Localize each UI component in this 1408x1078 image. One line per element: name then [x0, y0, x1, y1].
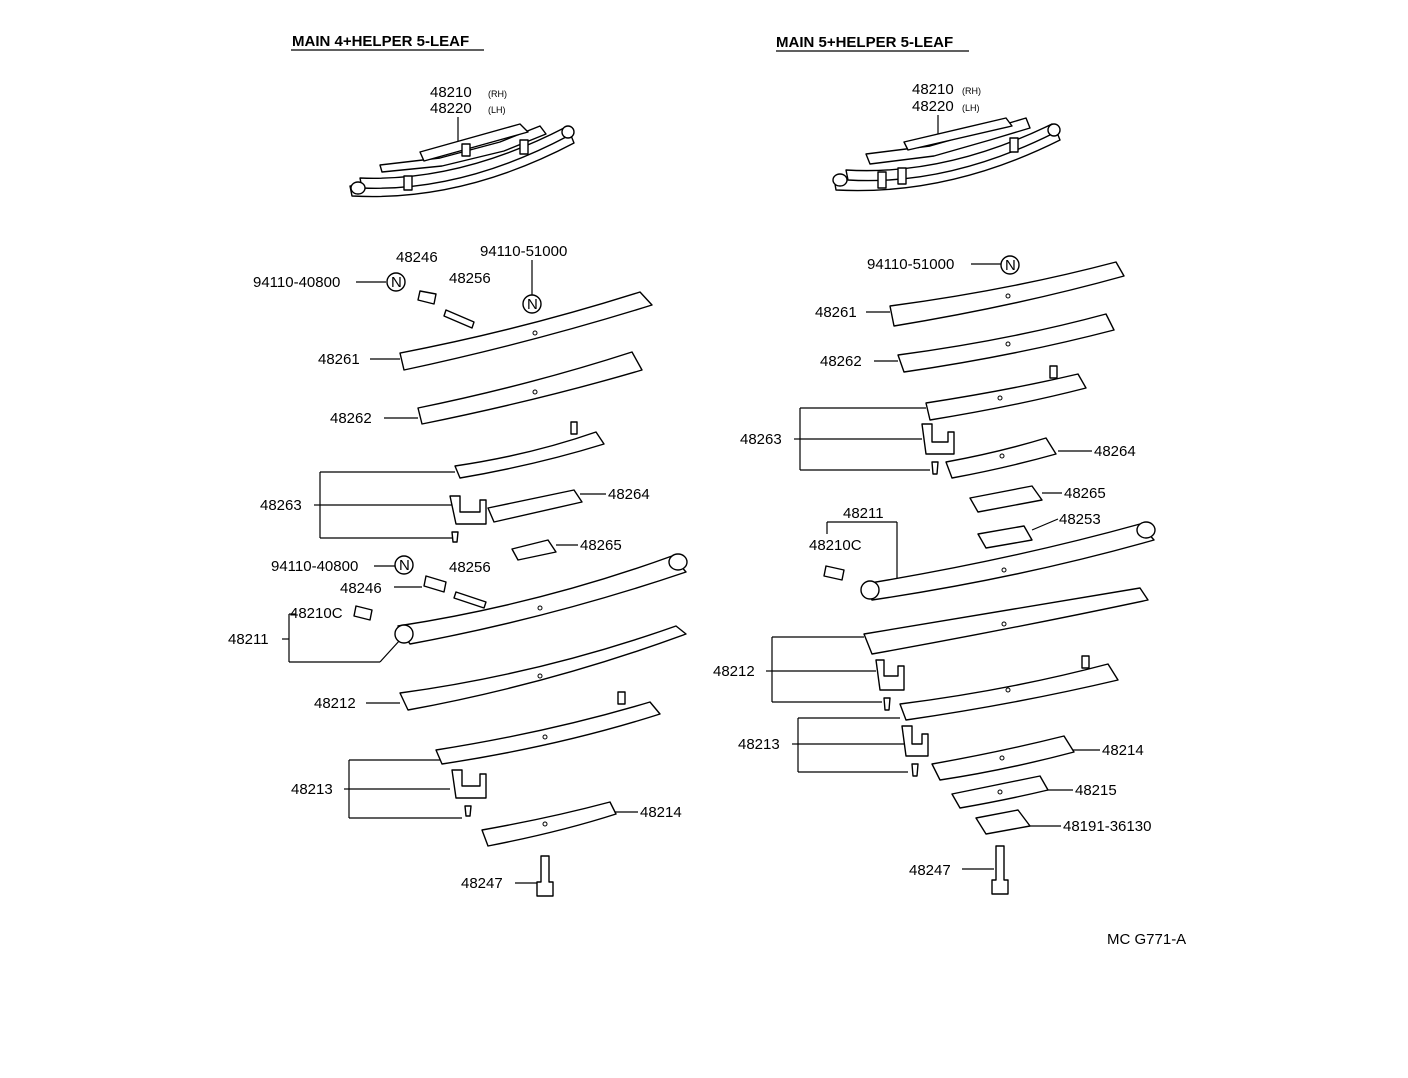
- right-leaf-15-shape: [951, 775, 1049, 809]
- left-leaf-14-shape: [481, 801, 617, 847]
- right-assy-lh-side: (LH): [962, 103, 980, 113]
- left-spring-assembly-drawing: [349, 123, 575, 198]
- left-pad-5-shape: [511, 539, 557, 561]
- right-spring-assembly-drawing: [832, 117, 1061, 192]
- left-center-bolt-shape: [536, 855, 554, 897]
- right-assy-lh-number: 48220: [912, 98, 954, 115]
- right-label-leaf-13: 48213: [738, 736, 780, 753]
- left-leaf-13-shape: [435, 701, 661, 765]
- left-leaf-13-clip-shape: [451, 769, 487, 799]
- left-label-bolt-b: 48256: [449, 559, 491, 576]
- left-nut-b-circle-icon: [522, 294, 542, 314]
- right-nut-b-symbol: N: [1005, 257, 1016, 274]
- right-leaf-3-shape: [925, 373, 1087, 421]
- left-nut-b-symbol: N: [527, 296, 538, 313]
- left-leaf-1-shape: [399, 291, 653, 371]
- left-assy-rh-number: 48210: [430, 84, 472, 101]
- left-label-nut-a: 94110-40800: [253, 274, 340, 291]
- right-pad-53-shape: [977, 525, 1033, 549]
- left-label-bushing-b: 48246: [340, 580, 382, 597]
- left-bushing-a-shape: [417, 290, 437, 305]
- left-leaf-13-rivet-shape: [464, 805, 472, 817]
- left-nut-c-symbol: N: [399, 557, 410, 574]
- left-label-leaf-13: 48213: [291, 781, 333, 798]
- left-label-bushing-a: 48246: [396, 249, 438, 266]
- left-label-leaf-14: 48214: [640, 804, 682, 821]
- left-label-leaf-12: 48212: [314, 695, 356, 712]
- right-label-leaf-2: 48262: [820, 353, 862, 370]
- left-bolt-b-shape: [453, 591, 487, 609]
- right-label-leaf-3: 48263: [740, 431, 782, 448]
- left-leaf-3-rivet-shape: [451, 531, 459, 543]
- left-assy-lh-side: (LH): [488, 105, 506, 115]
- right-label-pad-53: 48253: [1059, 511, 1101, 528]
- left-leaf-3-clip-shape: [449, 495, 487, 525]
- left-label-leaf-3: 48263: [260, 497, 302, 514]
- right-label-leaf-1: 48261: [815, 304, 857, 321]
- left-label-nut-b: 94110-51000: [480, 243, 567, 260]
- right-label-leaf-12: 48212: [713, 663, 755, 680]
- left-title: MAIN 4+HELPER 5-LEAF: [292, 33, 469, 50]
- left-leaf-12-shape: [399, 625, 687, 711]
- right-assembly-section: MAIN 5+HELPER 5-LEAF 48210 (RH) 48220 (L…: [776, 34, 1061, 192]
- left-assy-lh-number: 48220: [430, 100, 472, 117]
- right-label-plate: 48191-36130: [1063, 818, 1151, 835]
- left-assembly-section: MAIN 4+HELPER 5-LEAF 48210 (RH) 48220 (L…: [291, 33, 575, 198]
- right-title: MAIN 5+HELPER 5-LEAF: [776, 34, 953, 51]
- right-plate-shape: [975, 809, 1031, 835]
- right-leaf-13-rivet-shape: [911, 763, 919, 777]
- left-label-leaf-2: 48262: [330, 410, 372, 427]
- right-pad-5-shape: [969, 485, 1043, 513]
- left-label-nut-c: 94110-40800: [271, 558, 358, 575]
- left-nut-a-symbol: N: [391, 274, 402, 291]
- left-assy-rh-side: (RH): [488, 89, 507, 99]
- left-label-leaf-4: 48264: [608, 486, 650, 503]
- left-leaf-3-shape: [454, 431, 605, 479]
- right-leaf-3-rivet-shape: [931, 461, 939, 475]
- right-nut-b-circle-icon: [1000, 255, 1020, 275]
- left-label-bushing-c: 48210C: [290, 605, 343, 622]
- right-label-leaf-4: 48264: [1094, 443, 1136, 460]
- left-label-pad-5: 48265: [580, 537, 622, 554]
- left-bushing-c-shape: [353, 605, 373, 621]
- right-leaf-12-clip-shape: [875, 659, 905, 691]
- left-nut-a-circle-icon: [386, 272, 406, 292]
- right-label-bushing-c: 48210C: [809, 537, 862, 554]
- left-label-bolt-a: 48256: [449, 270, 491, 287]
- left-leaf-main-shape: [397, 555, 687, 645]
- right-center-bolt-shape: [991, 845, 1009, 895]
- right-leaf-13-clip-shape: [901, 725, 929, 757]
- right-label-leaf-15: 48215: [1075, 782, 1117, 799]
- left-leaf-4-shape: [487, 489, 583, 523]
- right-label-center-bolt: 48247: [909, 862, 951, 879]
- left-bushing-b-shape: [423, 575, 447, 593]
- left-label-leaf-1: 48261: [318, 351, 360, 368]
- right-leaf-main-shape: [863, 523, 1155, 601]
- right-assy-rh-number: 48210: [912, 81, 954, 98]
- right-leaf-12-shape: [863, 587, 1149, 655]
- left-label-center-bolt: 48247: [461, 875, 503, 892]
- right-label-pad-5: 48265: [1064, 485, 1106, 502]
- right-label-leaf-14: 48214: [1102, 742, 1144, 759]
- left-leaf-2-shape: [417, 351, 643, 425]
- drawing-code: MC G771-A: [1107, 931, 1186, 948]
- right-label-leaf-main: 48211: [843, 505, 884, 522]
- right-bushing-c-shape: [823, 565, 845, 581]
- right-label-nut-b: 94110-51000: [867, 256, 954, 273]
- right-leaf-12-rivet-shape: [883, 697, 891, 711]
- right-assy-rh-side: (RH): [962, 86, 981, 96]
- left-bolt-a-shape: [443, 309, 475, 329]
- left-nut-c-circle-icon: [394, 555, 414, 575]
- right-callouts: 94110-51000 N 48261 48262 48263 48264 48…: [713, 255, 1156, 895]
- left-callouts: 94110-40800 N 48246 48256 94110-51000 N …: [228, 243, 688, 897]
- left-label-leaf-main: 48211: [228, 631, 269, 648]
- right-leaf-14-shape: [931, 735, 1075, 781]
- right-leaf-3-clip-shape: [921, 423, 955, 455]
